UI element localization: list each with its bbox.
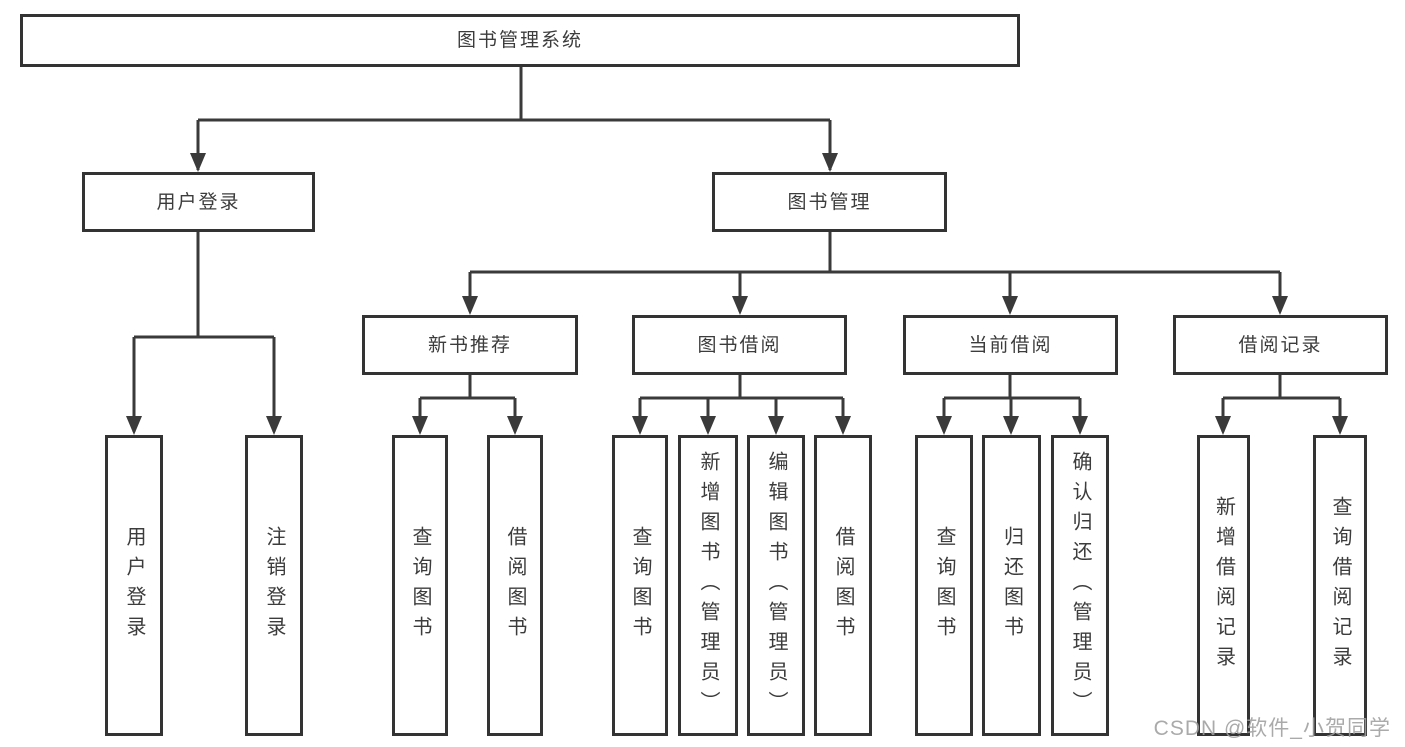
- node-book-borrow: 图书借阅: [632, 315, 847, 375]
- node-leaf-query-books-1: 查询图书: [392, 435, 448, 736]
- node-leaf-query-books-2: 查询图书: [612, 435, 668, 736]
- node-user-login: 用户登录: [82, 172, 315, 232]
- node-borrow-records: 借阅记录: [1173, 315, 1388, 375]
- watermark: CSDN @软件_小贺同学: [1153, 717, 1391, 740]
- node-leaf-edit-books-admin: 编辑图书（管理员）: [747, 435, 805, 736]
- node-leaf-return-books: 归还图书: [982, 435, 1041, 736]
- node-leaf-add-borrow-record: 新增借阅记录: [1197, 435, 1250, 736]
- node-leaf-logout: 注销登录: [245, 435, 303, 736]
- node-leaf-borrow-books-2: 借阅图书: [814, 435, 872, 736]
- node-leaf-query-books-3: 查询图书: [915, 435, 973, 736]
- node-new-book-recommend: 新书推荐: [362, 315, 578, 375]
- node-leaf-borrow-books-1: 借阅图书: [487, 435, 543, 736]
- tree-edges: [132, 67, 1342, 432]
- node-leaf-add-books-admin: 新增图书（管理员）: [678, 435, 738, 736]
- node-leaf-query-borrow-record: 查询借阅记录: [1313, 435, 1367, 736]
- node-leaf-user-login: 用户登录: [105, 435, 163, 736]
- node-book-management: 图书管理: [712, 172, 947, 232]
- node-current-borrow: 当前借阅: [903, 315, 1118, 375]
- node-leaf-confirm-return-admin: 确认归还（管理员）: [1051, 435, 1109, 736]
- node-library-system: 图书管理系统: [20, 14, 1020, 67]
